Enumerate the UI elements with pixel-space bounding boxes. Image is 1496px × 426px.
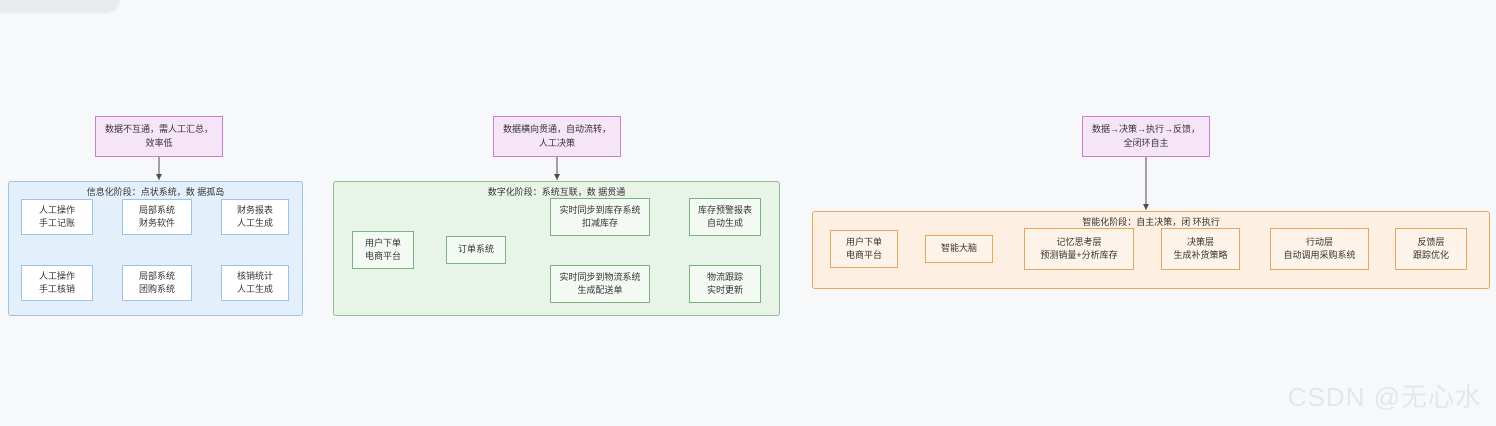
node-line: 实时同步到库存系统 — [559, 204, 641, 215]
node-user-order-ecommerce-ai[interactable]: 用户下单 电商平台 — [830, 230, 898, 268]
node-line: 反馈层 — [1417, 236, 1445, 247]
node-line: 自动生成 — [706, 218, 743, 228]
node-line: 自动调用采购系统 — [1283, 250, 1356, 260]
node-line: 财务报表 — [236, 204, 273, 215]
note-line: 全闭环自主 — [1123, 137, 1169, 148]
group-title-line: 数字化阶段：系统互联，数 — [487, 187, 596, 197]
node-line: 记忆思考层 — [1056, 236, 1102, 247]
note-line: 数据横向贯通，自动流转， — [502, 123, 611, 134]
group-title-digitalization: 数字化阶段：系统互联，数 据贯通 — [334, 186, 779, 200]
note-line: 数据→决策→执行→反馈， — [1091, 123, 1200, 134]
node-line: 物流跟踪 — [706, 271, 743, 282]
node-line: 实时同步到物流系统 — [559, 271, 641, 282]
node-logistics-tracking[interactable]: 物流跟踪 实时更新 — [689, 265, 761, 303]
csdn-watermark: CSDN @无心水 — [1287, 382, 1482, 412]
note-stage-1: 数据不互通，需人工汇总， 效率低 — [95, 116, 223, 157]
node-line: 库存预警报表 — [697, 204, 752, 215]
node-local-finance-software[interactable]: 局部系统 财务软件 — [122, 199, 192, 235]
node-line: 智能大脑 — [940, 243, 977, 254]
node-line: 局部系统 — [138, 270, 175, 281]
node-sync-logistics[interactable]: 实时同步到物流系统 生成配送单 — [550, 265, 650, 303]
node-line: 手工记账 — [38, 218, 75, 228]
note-stage-2: 数据横向贯通，自动流转， 人工决策 — [493, 116, 621, 157]
node-line: 局部系统 — [138, 204, 175, 215]
node-line: 用户下单 — [845, 236, 882, 247]
group-title-line: 环执行 — [1192, 217, 1220, 227]
node-line: 人工操作 — [38, 270, 75, 281]
group-title-intelligence: 智能化阶段：自主决策，闭 环执行 — [813, 216, 1489, 230]
node-financial-report-manual[interactable]: 财务报表 人工生成 — [221, 199, 289, 235]
node-line: 团购系统 — [138, 284, 175, 294]
node-line: 人工生成 — [236, 284, 273, 294]
node-order-system[interactable]: 订单系统 — [446, 236, 506, 264]
node-smart-brain[interactable]: 智能大脑 — [925, 235, 993, 263]
node-line: 财务软件 — [138, 218, 175, 228]
node-line: 行动层 — [1305, 236, 1333, 247]
note-line: 效率低 — [145, 137, 173, 148]
node-local-groupbuy-system[interactable]: 局部系统 团购系统 — [122, 265, 192, 301]
note-line: 数据不互通，需人工汇总， — [104, 123, 213, 134]
node-user-order-ecommerce[interactable]: 用户下单 电商平台 — [352, 231, 414, 269]
panel-corner-decoration — [0, 0, 120, 12]
node-line: 生成配送单 — [577, 285, 623, 295]
node-sync-inventory[interactable]: 实时同步到库存系统 扣减库存 — [550, 198, 650, 236]
group-title-line: 据贯通 — [598, 187, 626, 197]
node-action-layer[interactable]: 行动层 自动调用采购系统 — [1270, 228, 1369, 270]
group-title-line: 据孤岛 — [197, 187, 225, 197]
note-line: 人工决策 — [538, 137, 575, 148]
node-line: 订单系统 — [457, 244, 494, 255]
node-line: 实时更新 — [706, 285, 743, 295]
node-manual-reconciliation[interactable]: 人工操作 手工核销 — [21, 265, 93, 301]
node-memory-thinking-layer[interactable]: 记忆思考层 预测销量+分析库存 — [1024, 228, 1134, 270]
node-decision-layer[interactable]: 决策层 生成补货策略 — [1161, 228, 1240, 270]
group-stage-intelligence: 智能化阶段：自主决策，闭 环执行 — [812, 211, 1490, 289]
group-title-informatization: 信息化阶段：点状系统，数 据孤岛 — [9, 186, 302, 200]
node-line: 生成补货策略 — [1173, 250, 1228, 260]
node-line: 核销统计 — [236, 270, 273, 281]
node-reconciliation-stats-manual[interactable]: 核销统计 人工生成 — [221, 265, 289, 301]
node-line: 人工生成 — [236, 218, 273, 228]
node-inventory-alert-report[interactable]: 库存预警报表 自动生成 — [689, 198, 761, 236]
group-title-line: 智能化阶段：自主决策，闭 — [1082, 217, 1191, 227]
node-line: 电商平台 — [845, 250, 882, 260]
note-stage-3: 数据→决策→执行→反馈， 全闭环自主 — [1082, 116, 1210, 157]
node-line: 电商平台 — [364, 251, 401, 261]
node-line: 用户下单 — [364, 237, 401, 248]
node-feedback-layer[interactable]: 反馈层 跟踪优化 — [1395, 228, 1467, 270]
node-line: 手工核销 — [38, 284, 75, 294]
node-line: 决策层 — [1186, 236, 1214, 247]
node-line: 扣减库存 — [581, 218, 618, 228]
node-line: 人工操作 — [38, 204, 75, 215]
group-title-line: 信息化阶段：点状系统，数 — [86, 187, 195, 197]
node-line: 预测销量+分析库存 — [1040, 250, 1118, 260]
node-manual-bookkeeping[interactable]: 人工操作 手工记账 — [21, 199, 93, 235]
node-line: 跟踪优化 — [1412, 250, 1449, 260]
